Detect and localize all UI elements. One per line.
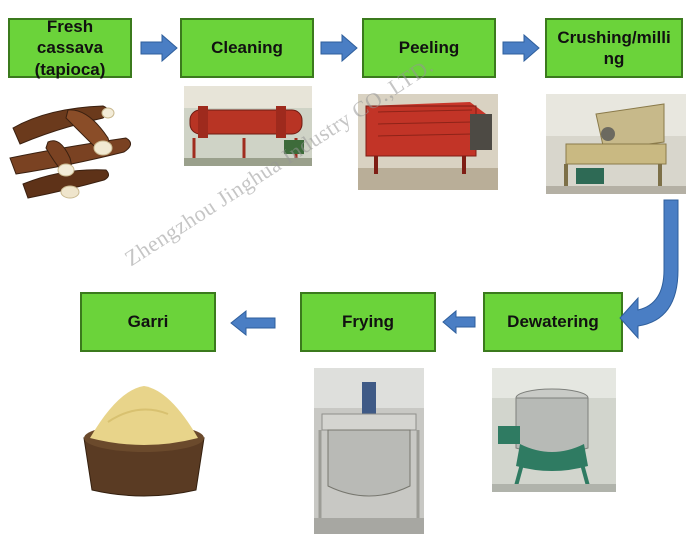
garri-powder-image: [83, 386, 205, 497]
step-cleaning: Cleaning: [180, 18, 314, 78]
step-fresh-cassava: Fresh cassava (tapioca): [8, 17, 132, 79]
arrow-curved-down: [619, 199, 679, 340]
cleaning-machine-image: [184, 86, 312, 166]
step-label: Crushing/milli ng: [557, 27, 671, 68]
arrow-right-2: [320, 33, 358, 63]
dewatering-machine-image: [492, 368, 616, 492]
step-label: Garri: [127, 312, 169, 332]
peeling-machine-image: [358, 94, 498, 190]
arrow-left-1: [442, 309, 476, 335]
cassava-roots-image: [9, 105, 131, 199]
arrow-right-3: [502, 33, 540, 63]
crushing-machine-image: [546, 94, 686, 194]
arrow-left-2: [230, 309, 276, 337]
step-dewatering: Dewatering: [483, 292, 623, 352]
step-crushing-milling: Crushing/milli ng: [545, 18, 683, 78]
frying-machine-image: [314, 368, 424, 534]
step-label: Frying: [342, 312, 394, 332]
step-label: Fresh cassava (tapioca): [34, 17, 106, 79]
arrow-right-1: [140, 33, 178, 63]
step-label: Cleaning: [211, 38, 283, 58]
step-frying: Frying: [300, 292, 436, 352]
step-peeling: Peeling: [362, 18, 496, 78]
step-label: Dewatering: [507, 312, 599, 332]
step-garri: Garri: [80, 292, 216, 352]
step-label: Peeling: [398, 38, 460, 58]
